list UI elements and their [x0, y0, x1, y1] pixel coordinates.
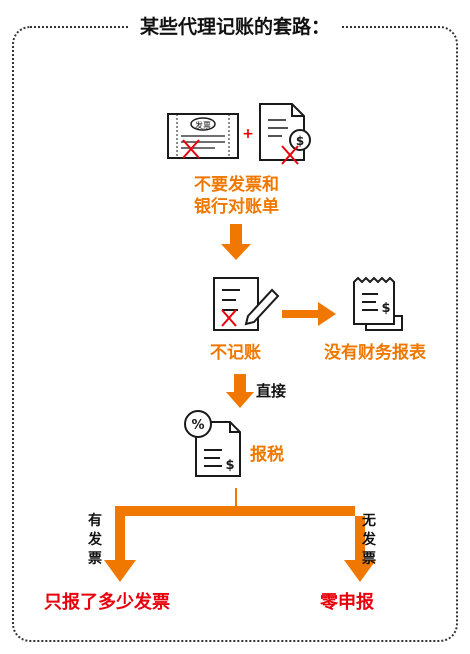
arrow-down-1	[221, 224, 251, 260]
statement-cross-icon	[281, 145, 299, 165]
node-no-docs-line1: 不要发票和	[194, 175, 279, 195]
bank-statement-icon: $	[259, 103, 311, 161]
edge-without-invoice: 无 发 票	[362, 513, 376, 567]
outcome-right: 零申报	[320, 592, 374, 613]
invoice-icon: 发票	[167, 113, 239, 159]
receipt-icon: $	[353, 276, 403, 331]
node-no-docs-line2: 银行对账单	[194, 197, 279, 217]
svg-text:%: %	[191, 418, 204, 433]
svg-text:$: $	[225, 458, 234, 473]
edge-direct: 直接	[256, 382, 287, 400]
outcome-left: 只报了多少发票	[44, 592, 170, 613]
invoice-cross-icon	[182, 139, 200, 159]
arrow-down-2	[226, 374, 254, 408]
branch-left-arrow	[104, 506, 236, 582]
edge-with-invoice: 有 发 票	[88, 513, 102, 567]
svg-text:发票: 发票	[195, 120, 211, 130]
branch-right-arrow	[236, 506, 376, 582]
node-tax-filing: 报税	[250, 445, 284, 465]
arrow-right	[282, 302, 336, 326]
ledger-pen-icon	[213, 277, 280, 331]
ledger-cross-icon	[221, 309, 237, 327]
plus-sign: +	[242, 126, 254, 142]
svg-text:$: $	[296, 134, 304, 148]
diagram-title: 某些代理记账的套路：	[0, 12, 470, 39]
node-no-bookkeeping: 不记账	[210, 343, 261, 363]
tax-document-icon: $ %	[184, 410, 241, 477]
node-no-reports: 没有财务报表	[324, 343, 426, 363]
svg-text:$: $	[381, 301, 390, 316]
